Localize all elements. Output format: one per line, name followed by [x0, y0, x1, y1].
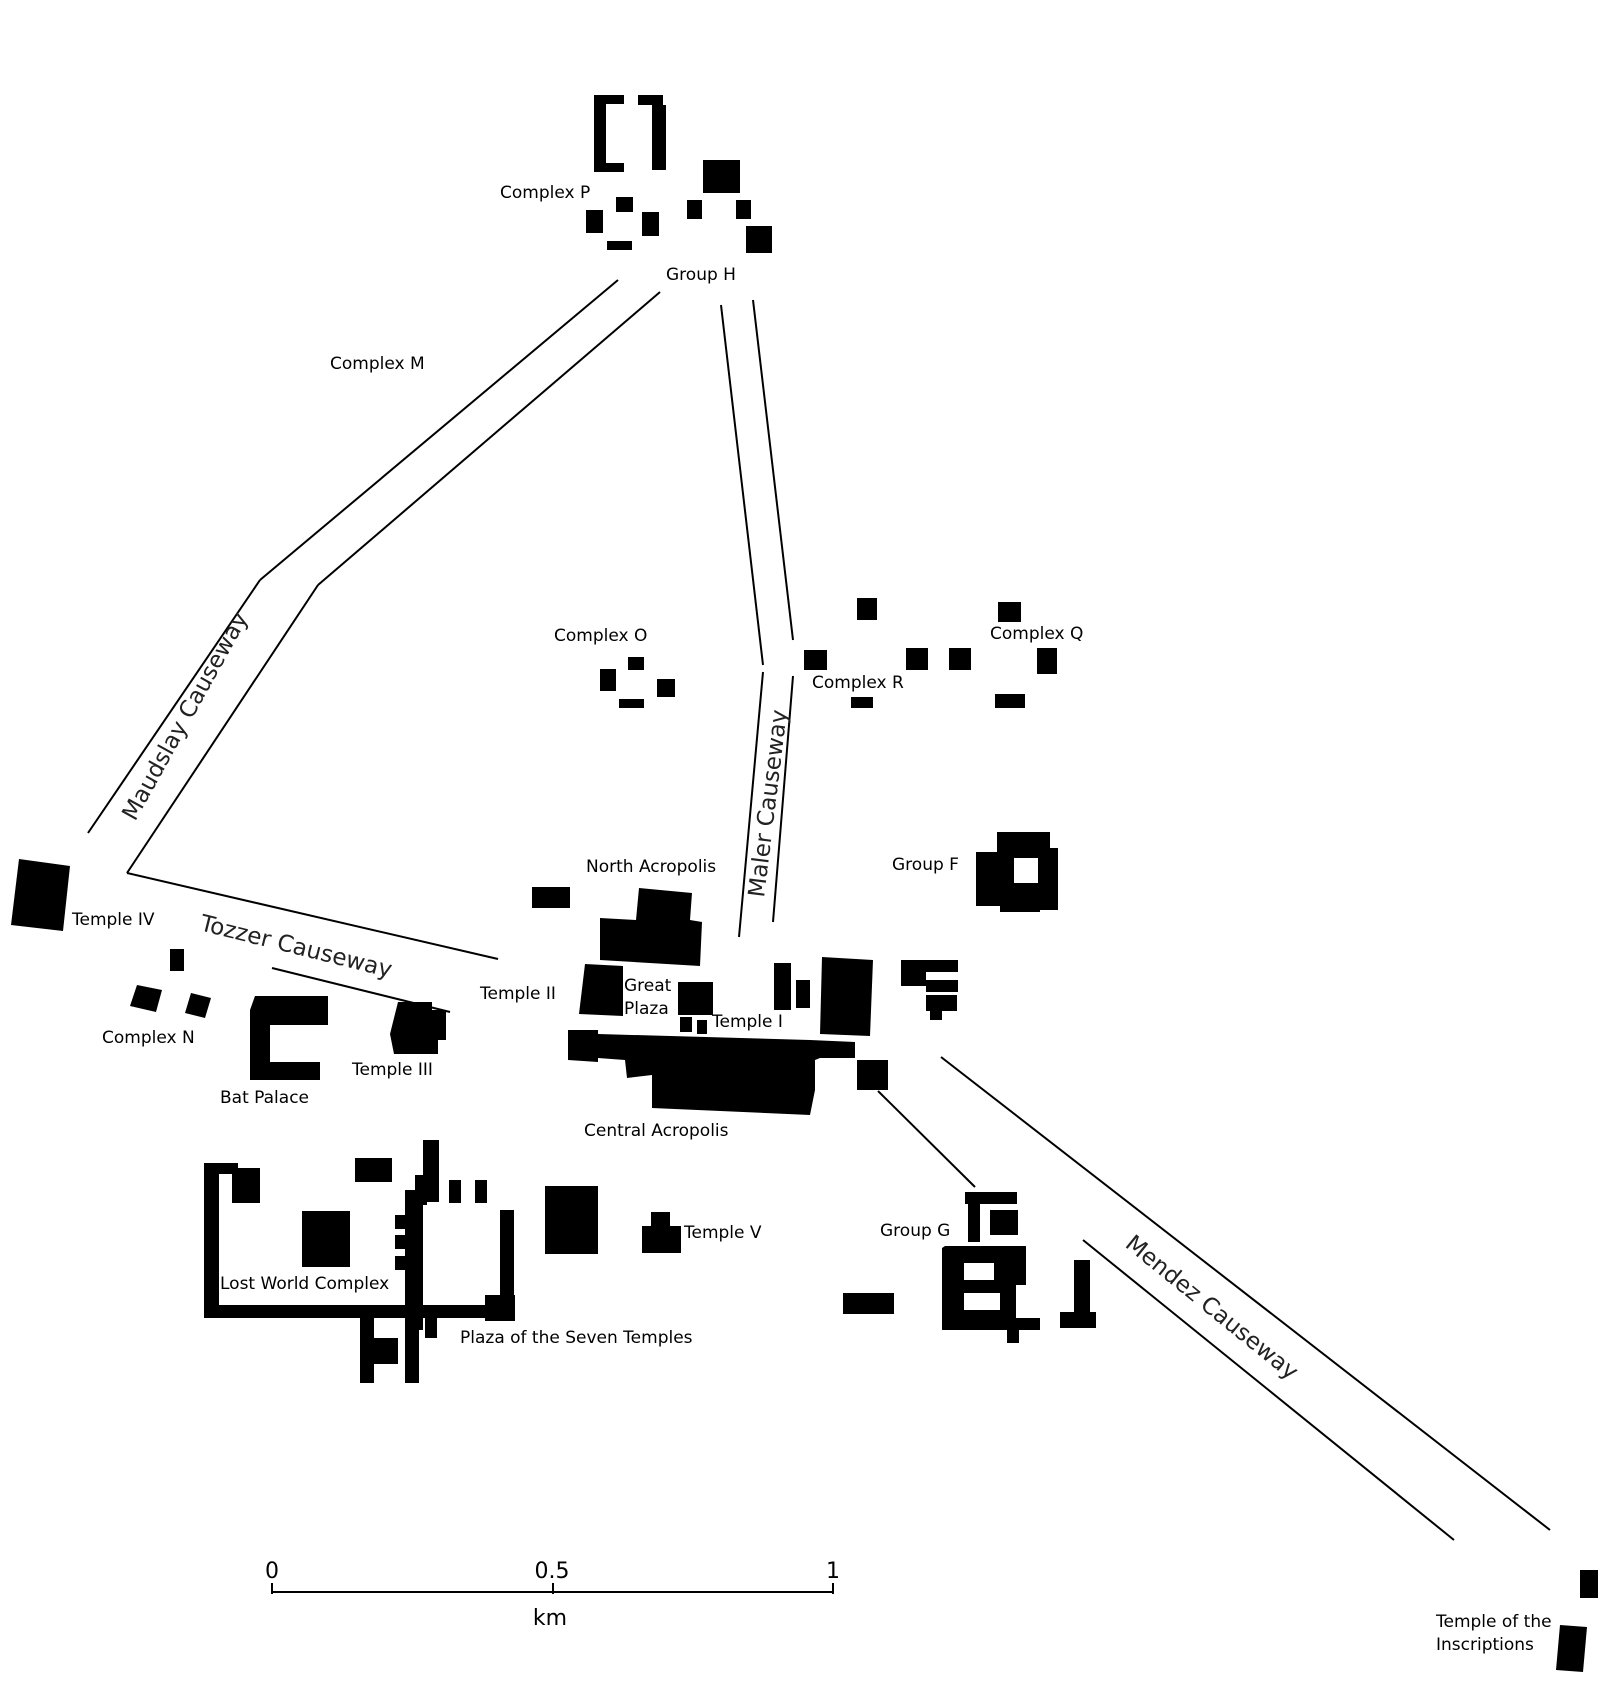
temple-ii-structure [579, 964, 623, 1016]
label-complex-p: Complex P [500, 183, 590, 203]
label-complex-q: Complex Q [990, 624, 1083, 644]
label-lost-world: Lost World Complex [220, 1274, 389, 1294]
label-complex-m: Complex M [330, 354, 425, 374]
label-complex-n: Complex N [102, 1028, 195, 1048]
label-temple-i: Temple I [711, 1012, 783, 1032]
scale-tick-0: 0 [265, 1559, 279, 1584]
temple-i-structure [678, 982, 713, 1034]
temple-of-inscriptions-structures [1556, 1570, 1598, 1672]
complex-p-structures [586, 95, 666, 250]
group-g-structures [843, 1192, 1096, 1343]
scale-tick-1: 1 [826, 1559, 840, 1584]
label-central-acropolis: Central Acropolis [584, 1121, 729, 1141]
complex-n-structures [130, 949, 211, 1018]
complex-q-structures [995, 602, 1057, 708]
label-temple-ii: Temple II [479, 984, 556, 1004]
label-tozzer-causeway: Tozzer Causeway [197, 910, 395, 983]
label-temple-iv: Temple IV [71, 910, 155, 930]
label-bat-palace: Bat Palace [220, 1088, 309, 1108]
east-plaza-structures [901, 960, 958, 1020]
group-h-structures [687, 160, 772, 253]
complex-o-structures [600, 657, 675, 708]
label-seven-temples: Plaza of the Seven Temples [460, 1328, 693, 1348]
label-group-g: Group G [880, 1221, 950, 1241]
label-inscriptions-line2: Inscriptions [1436, 1635, 1534, 1655]
label-complex-r: Complex R [812, 673, 904, 693]
place-labels: Complex P Group H Complex M Complex O Co… [71, 183, 1552, 1655]
label-complex-o: Complex O [554, 626, 647, 646]
label-temple-iii: Temple III [351, 1060, 433, 1080]
label-maudslay-causeway: Maudslay Causeway [118, 608, 254, 825]
label-great-plaza-line2: Plaza [624, 999, 669, 1019]
scale-unit: km [533, 1606, 567, 1631]
scale-tick-half: 0.5 [535, 1559, 570, 1584]
causeway-lines [87, 279, 1551, 1541]
temple-iv-structure [11, 859, 70, 931]
group-f-structures [976, 832, 1058, 912]
north-acropolis-structures [532, 887, 702, 966]
bat-palace-structure [250, 996, 328, 1080]
lost-world-structures [204, 1140, 515, 1383]
temple-iii-structure [390, 1002, 446, 1054]
complex-r-structures [804, 598, 971, 708]
scale-bar: 0 0.5 1 km [265, 1559, 840, 1631]
label-mendez-causeway: Mendez Causeway [1120, 1230, 1303, 1385]
temple-v-structures [545, 1186, 681, 1254]
label-group-h: Group H [666, 265, 736, 285]
label-north-acropolis: North Acropolis [586, 857, 716, 877]
label-group-f: Group F [892, 855, 959, 875]
central-acropolis-structures [568, 957, 888, 1115]
label-inscriptions-line1: Temple of the [1435, 1612, 1552, 1632]
label-temple-v: Temple V [683, 1223, 762, 1243]
label-great-plaza-line1: Great [624, 976, 672, 996]
